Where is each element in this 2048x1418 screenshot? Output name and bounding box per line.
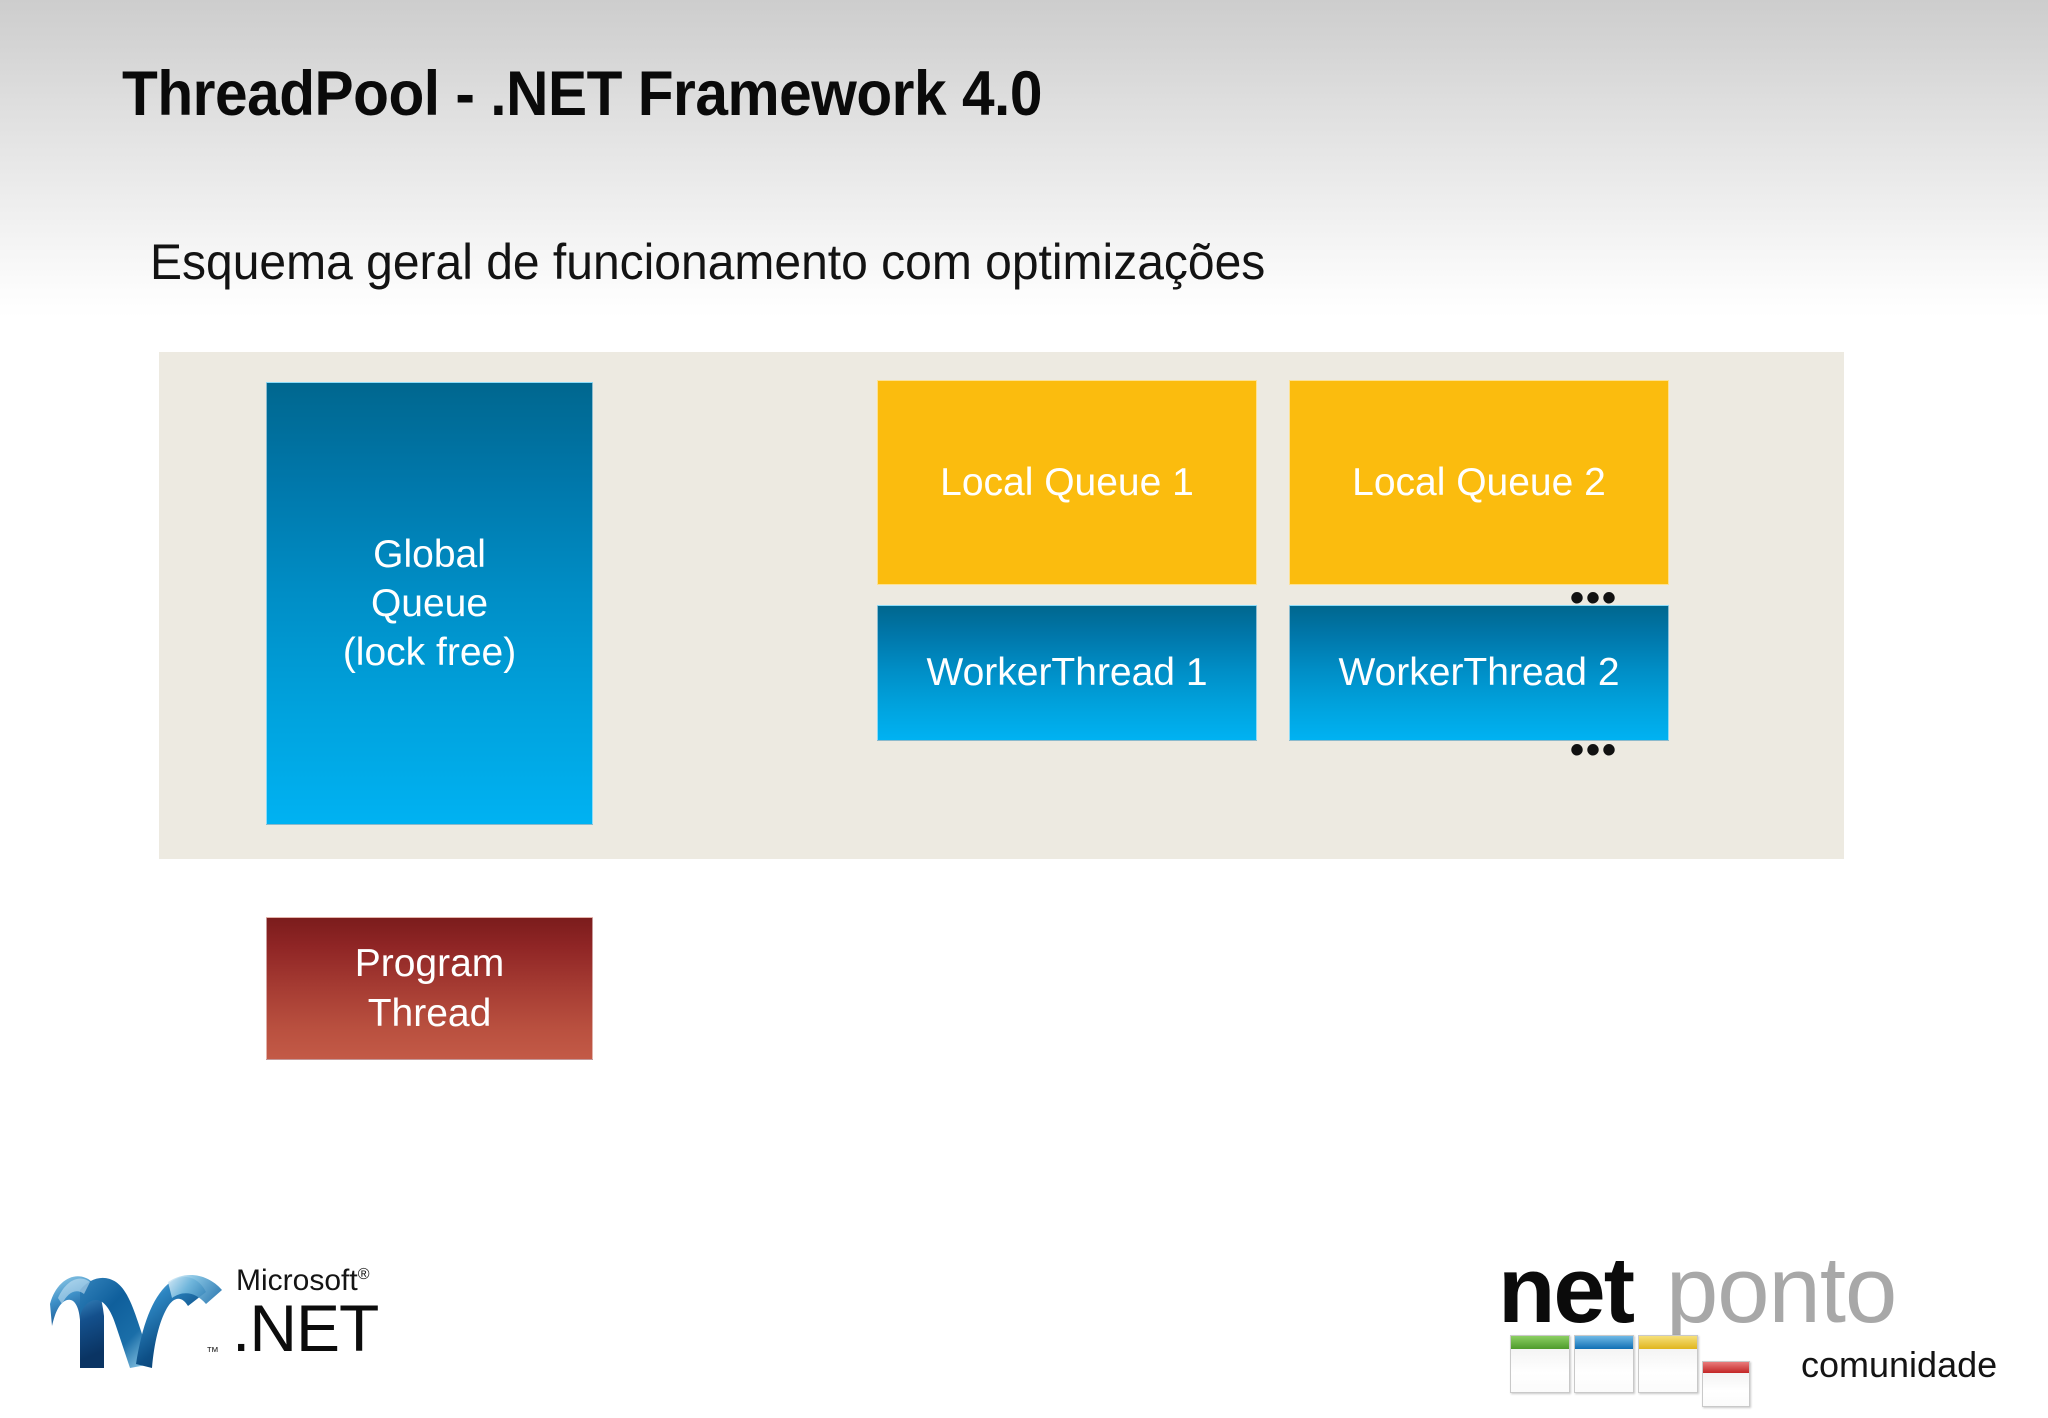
global-queue-label-line-2: Queue (370, 581, 489, 625)
worker-thread-1-box: WorkerThread 1 (877, 605, 1257, 741)
program-thread-label: Program Thread (355, 939, 505, 1037)
worker-thread-2-label: WorkerThread 2 (1338, 651, 1620, 695)
netponto-ponto-text: ponto (1666, 1237, 1897, 1342)
yellow-window-icon (1638, 1335, 1698, 1393)
netponto-net-text: net (1498, 1237, 1635, 1342)
microsoft-brand-text: Microsoft® (236, 1264, 369, 1298)
global-queue-box: Global Queue (lock free) (266, 382, 593, 825)
program-thread-label-line-2: Thread (367, 991, 492, 1035)
worker-thread-2-box: WorkerThread 2 (1289, 605, 1669, 741)
global-queue-label: Global Queue (lock free) (343, 530, 516, 677)
more-local-queues-ellipsis: ••• (1570, 576, 1619, 620)
dotnet-product-text: .NET (232, 1291, 379, 1365)
local-queue-2-box: Local Queue 2 (1289, 380, 1669, 585)
blue-window-icon (1574, 1335, 1634, 1393)
microsoft-dotnet-logo: Microsoft® .NET ™ (46, 1258, 396, 1383)
slide-subtitle: Esquema geral de funcionamento com optim… (150, 234, 1266, 290)
netponto-window-tiles (1510, 1335, 1750, 1407)
trademark-mark: ™ (206, 1344, 219, 1359)
green-window-icon (1510, 1335, 1570, 1393)
diagram-panel: Global Queue (lock free) Local Queue 1 L… (159, 352, 1844, 859)
registered-mark: ® (357, 1266, 370, 1283)
header-gradient-band (0, 0, 2048, 318)
worker-thread-1-label: WorkerThread 1 (926, 651, 1208, 695)
local-queue-1-label: Local Queue 1 (940, 460, 1194, 504)
dotnet-swoosh-icon (50, 1275, 222, 1368)
netponto-tagline: comunidade (1801, 1344, 1998, 1385)
program-thread-box: Program Thread (266, 917, 593, 1060)
dotnet-wordmark: Microsoft® .NET (232, 1264, 402, 1376)
red-window-icon (1702, 1361, 1750, 1407)
local-queue-2-label: Local Queue 2 (1352, 460, 1606, 504)
program-thread-label-line-1: Program (354, 942, 505, 986)
global-queue-label-line-3: (lock free) (342, 631, 517, 675)
microsoft-brand-label: Microsoft (236, 1264, 358, 1297)
netponto-logo: net ponto comunidade (1498, 1237, 2008, 1407)
more-worker-threads-ellipsis: ••• (1570, 728, 1619, 772)
local-queue-1-box: Local Queue 1 (877, 380, 1257, 585)
page-title: ThreadPool - .NET Framework 4.0 (122, 59, 1043, 129)
global-queue-label-line-1: Global (373, 532, 486, 576)
